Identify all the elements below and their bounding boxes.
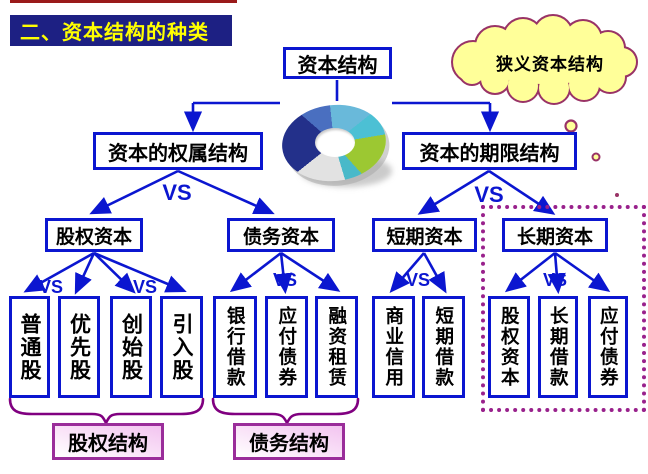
cloud-callout-icon	[451, 14, 638, 197]
l2-equity-label: 股权资本	[55, 226, 132, 248]
l3-commercial-credit-label: 商业信用	[383, 306, 405, 388]
top-rule	[10, 0, 237, 3]
l3-box-commercial-credit: 商业信用	[372, 296, 415, 398]
l2-short-term-label: 短期资本	[386, 226, 463, 248]
page-title: 二、资本结构的种类	[10, 15, 232, 46]
vs-label-short-term: VS	[405, 270, 430, 290]
l3-box-bonds-payable: 应付债券	[265, 296, 308, 398]
l3-finance-lease-label: 融资租赁	[326, 306, 348, 388]
l3-box-preferred-stock: 优先股	[58, 296, 100, 398]
l1-maturity-label: 资本的期限结构	[419, 142, 560, 165]
cloud-label: 狭义资本结构	[496, 55, 604, 74]
l3-equity-capital-label: 股权资本	[499, 306, 521, 388]
l3-box-long-term-loan: 长期借款	[538, 296, 578, 398]
l3-founder-stock-label: 创始股	[119, 312, 143, 382]
l3-box-common-stock: 普通股	[9, 296, 50, 398]
vs-label-equity-b: VS	[132, 277, 157, 297]
l3-box-introduced-stock: 引入股	[160, 296, 203, 398]
cloud-bubble-small	[591, 152, 601, 162]
l2-box-equity-capital: 股权资本	[45, 218, 143, 252]
footer-debt-label: 债务结构	[249, 433, 329, 455]
l3-short-term-loan-label: 短期借款	[433, 306, 455, 388]
l3-bonds-payable-long-label: 应付债券	[598, 306, 620, 388]
l2-box-debt-capital: 债务资本	[227, 218, 335, 252]
dotted-highlight-box	[481, 205, 646, 412]
donut-chart-clipart	[278, 99, 392, 191]
l3-bonds-payable-label: 应付债券	[276, 306, 298, 388]
l3-introduced-stock-label: 引入股	[170, 312, 193, 382]
l3-box-short-term-loan: 短期借款	[422, 296, 465, 398]
l3-box-equity-capital-item: 股权资本	[488, 296, 530, 398]
l2-long-term-label: 长期资本	[516, 226, 593, 248]
footer-equity-label: 股权结构	[68, 433, 148, 455]
footer-equity-structure: 股权结构	[52, 423, 164, 460]
cloud-bubble-large	[564, 119, 578, 133]
l2-box-short-term-capital: 短期资本	[372, 218, 477, 252]
l3-box-bank-loan: 银行借款	[213, 296, 257, 398]
vs-label-debt: VS	[272, 270, 297, 290]
l2-box-long-term-capital: 长期资本	[502, 218, 608, 252]
l3-long-term-loan-label: 长期借款	[548, 306, 570, 388]
vs-label-equity-a: VS	[38, 277, 63, 297]
brace-equity-structure	[8, 397, 205, 426]
vs-label-long-term: VS	[542, 270, 567, 290]
l3-preferred-stock-label: 优先股	[67, 312, 91, 382]
root-label: 资本结构	[297, 54, 378, 77]
l1-ownership-label: 资本的权属结构	[108, 142, 248, 165]
l1-box-maturity-structure: 资本的期限结构	[402, 132, 577, 170]
l3-common-stock-label: 普通股	[18, 312, 41, 382]
l1-box-ownership-structure: 资本的权属结构	[93, 132, 263, 170]
l3-bank-loan-label: 银行借款	[225, 306, 247, 388]
footer-debt-structure: 债务结构	[233, 423, 345, 460]
l3-box-founder-stock: 创始股	[110, 296, 152, 398]
l3-box-finance-lease: 融资租赁	[315, 296, 358, 398]
l3-box-bonds-payable-long: 应付债券	[588, 296, 628, 398]
brace-debt-structure	[211, 397, 360, 426]
tree-connectors	[23, 80, 611, 295]
root-box: 资本结构	[283, 47, 392, 79]
cloud-bubble-dot	[615, 193, 619, 197]
donut-hole	[315, 128, 355, 157]
vs-label-ownership: VS	[162, 180, 192, 205]
l2-debt-label: 债务资本	[242, 226, 319, 248]
vs-label-maturity: VS	[474, 182, 504, 207]
